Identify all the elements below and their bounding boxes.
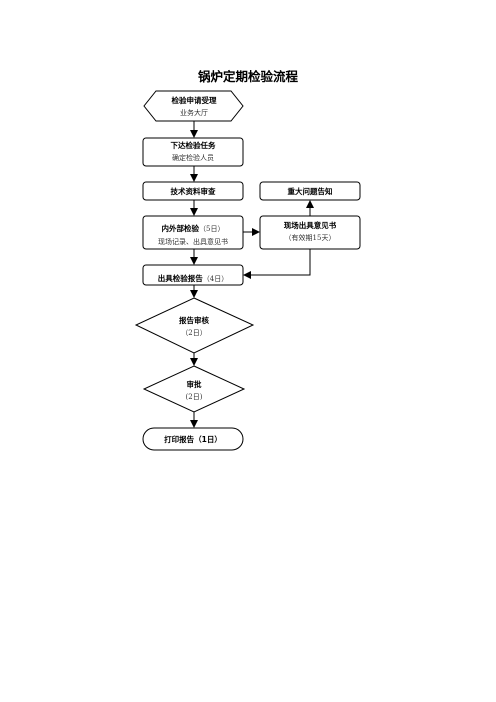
arrow-opinion-report	[243, 249, 311, 279]
print-box	[142, 427, 244, 451]
assign-label: 下达检验任务 确定检验人员	[170, 141, 216, 162]
major-issue-label: 重大问题告知	[287, 187, 333, 196]
inspect-label: 内外部检验（5日） 现场记录、出具意见书	[158, 224, 228, 246]
audit-label: 报告审核 （2日）	[179, 316, 209, 337]
tech-review-label: 技术资料审查	[170, 187, 216, 196]
approve-label: 审批 (2日)	[185, 380, 203, 401]
page-title: 锅炉定期检验流程	[197, 69, 298, 84]
assign-box	[142, 137, 244, 167]
apply-shape	[143, 90, 244, 122]
print-label: 打印报告（1日）	[164, 435, 222, 444]
apply-label: 检验申请受理 业务大厅	[171, 96, 217, 117]
report-label: 出具检验报告（4日）	[157, 274, 229, 283]
opinion-label: 现场出具意见书 （有效期15天）	[283, 221, 337, 242]
tech-review-box	[142, 181, 244, 201]
